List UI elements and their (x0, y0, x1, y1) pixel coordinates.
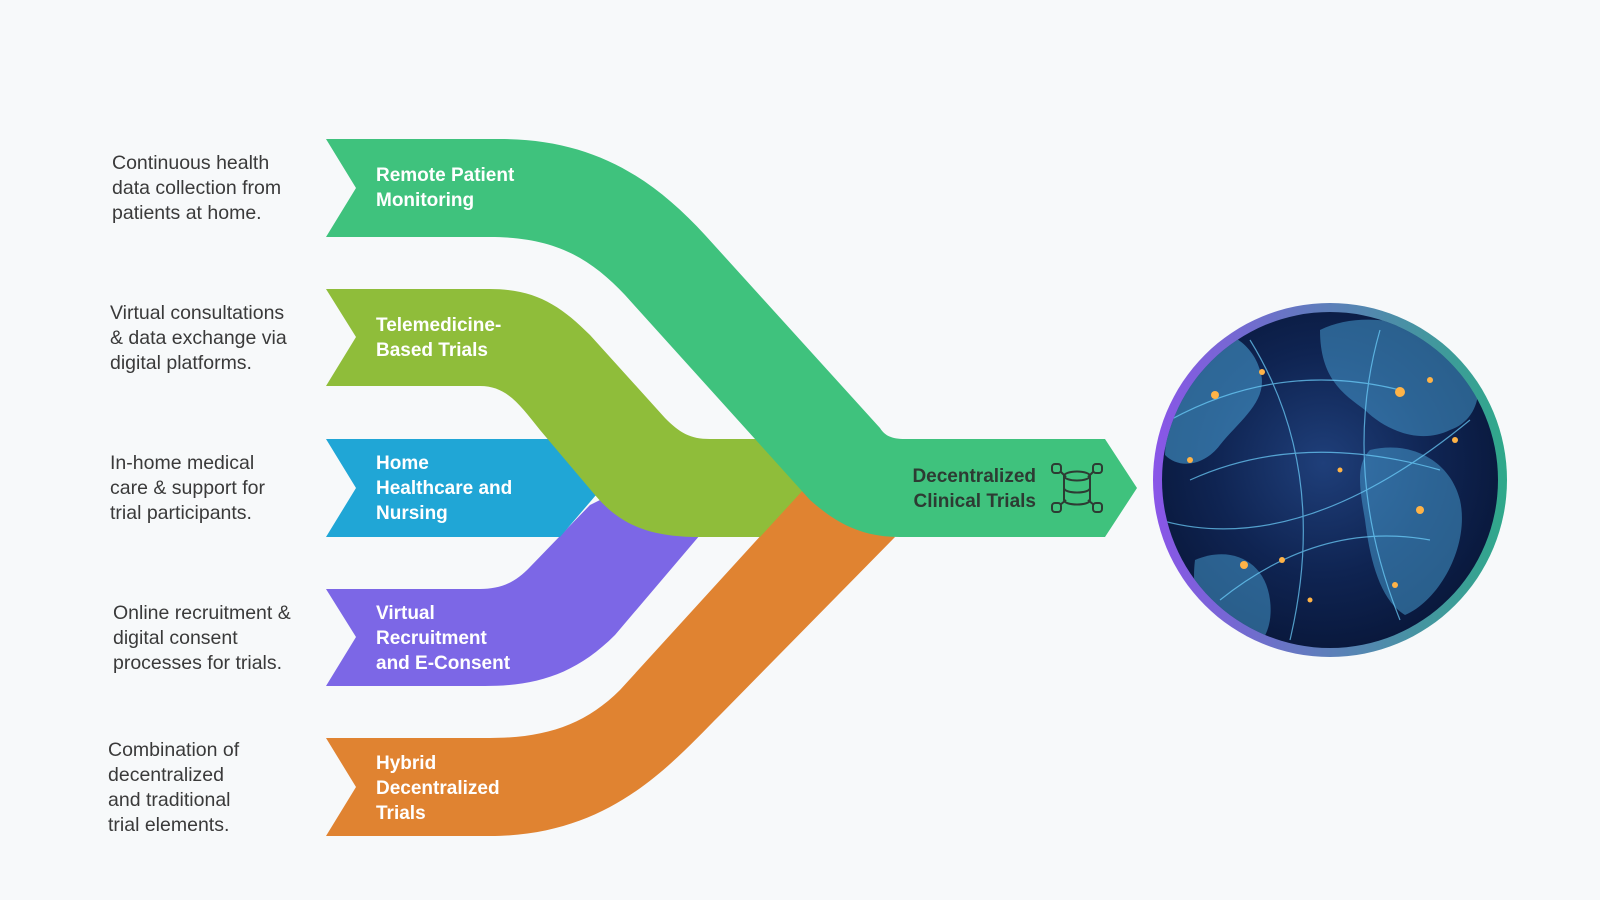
flow-home-healthcare (326, 439, 602, 537)
globe-network-image (1153, 303, 1507, 657)
description-home-healthcare: In-home medical care & support for trial… (110, 452, 265, 524)
database-network-icon (1051, 463, 1103, 513)
target-label: Decentralized Clinical Trials (912, 466, 1036, 512)
flow-hybrid (326, 487, 895, 836)
label-remote-monitoring: Remote Patient Monitoring (376, 165, 515, 211)
flow-virtual-recruitment (326, 490, 700, 686)
flow-telemedicine (326, 289, 805, 537)
label-hybrid: Hybrid Decentralized Trials (376, 753, 500, 824)
description-remote-monitoring: Continuous health data collection from p… (112, 152, 282, 224)
flow-remote-monitoring (326, 139, 1137, 537)
description-hybrid: Combination of decentralized and traditi… (108, 739, 240, 836)
description-virtual-recruitment: Online recruitment & digital consent pro… (113, 602, 291, 674)
description-telemedicine: Virtual consultations & data exchange vi… (110, 302, 287, 374)
label-telemedicine: Telemedicine- Based Trials (376, 315, 502, 361)
label-virtual-recruitment: Virtual Recruitment and E-Consent (376, 603, 511, 674)
label-home-healthcare: Home Healthcare and Nursing (376, 453, 513, 524)
